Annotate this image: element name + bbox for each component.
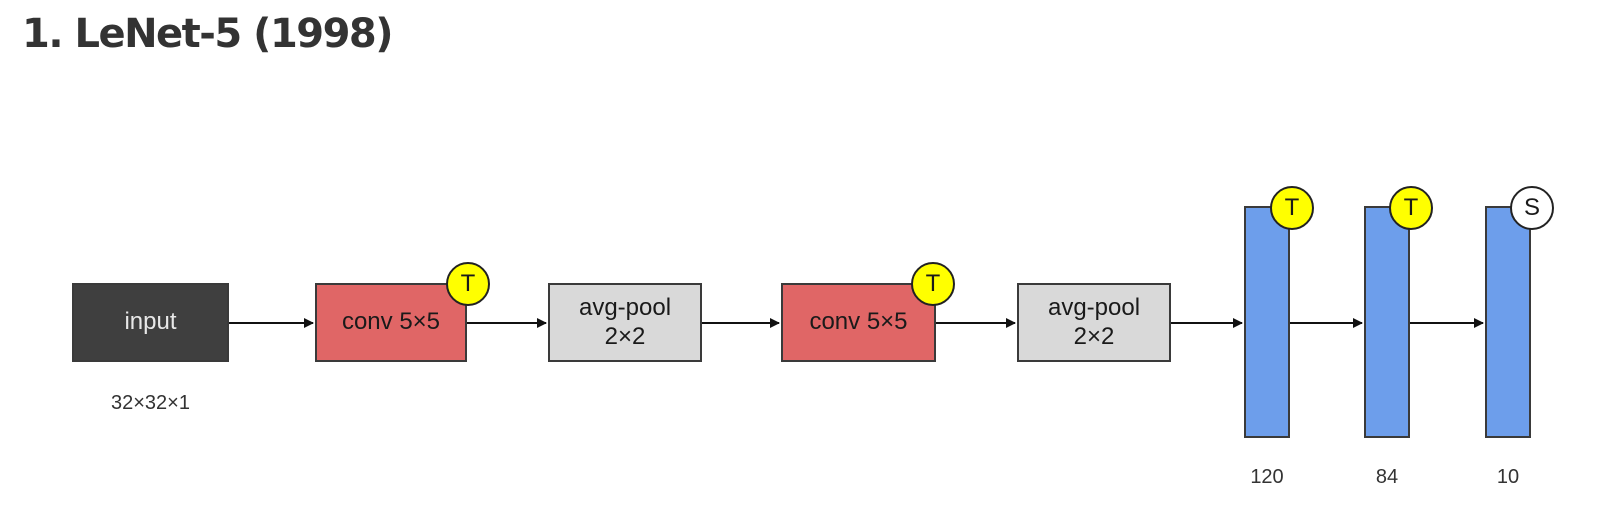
fc3-units-label: 10: [1496, 466, 1520, 488]
conv1-layer-box: conv 5×5: [315, 283, 467, 362]
conv2-tanh-badge: T: [911, 262, 955, 306]
input-shape-label: 32×32×1: [111, 392, 190, 414]
fc2-units-label: 84: [1375, 466, 1399, 488]
fc3-output-layer-box: [1485, 206, 1531, 438]
input-layer-box: input: [72, 283, 229, 362]
fc1-units-label: 120: [1250, 466, 1284, 488]
fc3-softmax-badge: S: [1510, 186, 1554, 230]
pool1-layer-box: avg-pool 2×2: [548, 283, 702, 362]
fc2-layer-box: [1364, 206, 1410, 438]
conv2-layer-box: conv 5×5: [781, 283, 936, 362]
fc2-tanh-badge: T: [1389, 186, 1433, 230]
conv1-tanh-badge: T: [446, 262, 490, 306]
fc1-layer-box: [1244, 206, 1290, 438]
pool2-layer-box: avg-pool 2×2: [1017, 283, 1171, 362]
fc1-tanh-badge: T: [1270, 186, 1314, 230]
page-title: 1. LeNet-5 (1998): [22, 11, 394, 57]
